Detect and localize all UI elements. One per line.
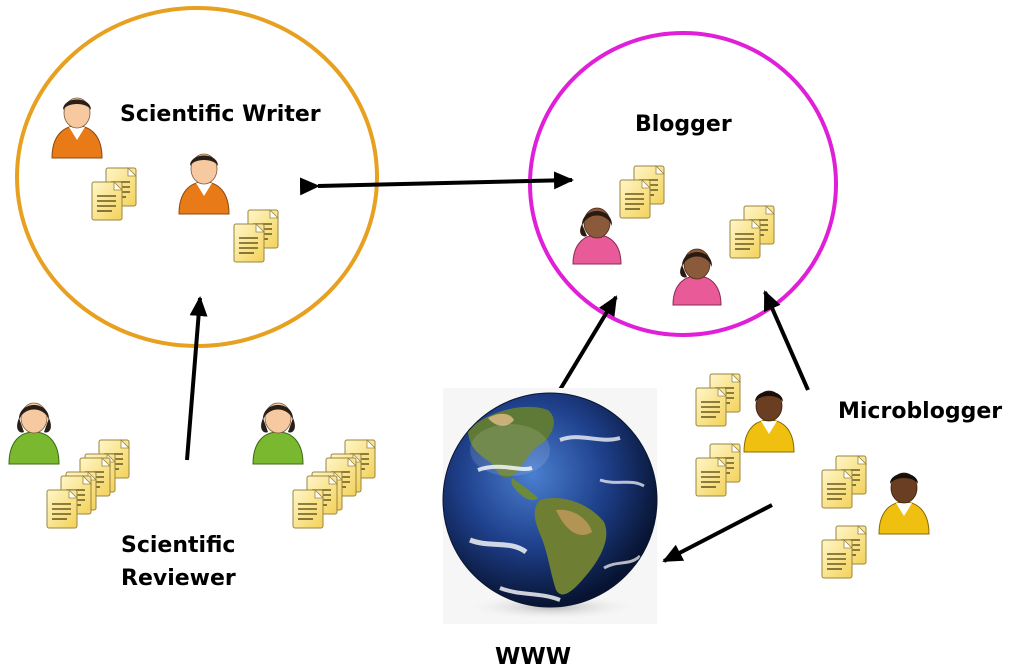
writer-blogger-arrow (299, 171, 574, 196)
document-stack-icon (233, 209, 279, 263)
microblogger-person-icon (743, 390, 795, 453)
reviewer-to-writer-arrow (185, 296, 208, 461)
document-stack-icon (91, 167, 137, 221)
blogger-label: Blogger (635, 112, 732, 137)
document-stack-icon (619, 165, 665, 219)
globe-icon (442, 388, 658, 624)
document-stack-icon (695, 443, 741, 497)
scientific-reviewer-label-line2: Reviewer (121, 566, 236, 591)
document-stack-icon (695, 373, 741, 427)
microblogger-to-www-arrow (662, 503, 773, 563)
www-to-blogger-arrow (556, 295, 618, 395)
document-stack-icon (292, 475, 338, 529)
scientific-reviewer-person-icon (8, 402, 60, 465)
document-stack-icon (46, 475, 92, 529)
blogger-person-icon (672, 248, 722, 306)
microblogger-person-icon (878, 472, 930, 535)
scientific-writer-person-icon (178, 153, 230, 215)
scientific-writer-label: Scientific Writer (120, 102, 321, 127)
scientific-writer-person-icon (51, 97, 103, 159)
scientific-reviewer-person-icon (252, 402, 304, 465)
blogger-person-icon (572, 207, 622, 265)
document-stack-icon (729, 205, 775, 259)
document-stack-icon (821, 525, 867, 579)
document-stack-icon (821, 455, 867, 509)
www-label: WWW (495, 644, 571, 670)
microblogger-label: Microblogger (838, 399, 1002, 424)
scientific-reviewer-label-line1: Scientific (121, 533, 235, 558)
microblogger-to-blogger-arrow (763, 290, 810, 391)
